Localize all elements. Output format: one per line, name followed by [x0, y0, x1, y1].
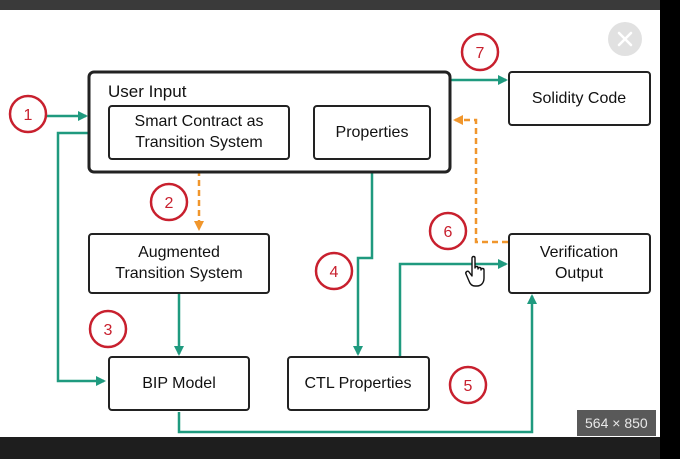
step-circle-5 [448, 365, 488, 405]
step-circle-6 [428, 211, 468, 251]
augmented-label-2: Transition System [115, 265, 242, 282]
close-icon [617, 31, 633, 47]
ctl-properties-box [287, 356, 430, 411]
augmented-box [88, 233, 270, 294]
step-number-2: 2 [165, 195, 174, 212]
smart-contract-label-2: Transition System [135, 134, 262, 151]
chevron-left-icon [30, 30, 40, 46]
arrow-ctl-to-verification [398, 259, 508, 356]
ctl-properties-label: CTL Properties [305, 375, 412, 392]
arrow-contract-to-bip [56, 131, 108, 386]
hand-cursor-icon [465, 255, 485, 287]
verification-label-1: Verification [540, 244, 618, 261]
step-circle-4 [314, 251, 354, 291]
solidity-label: Solidity Code [532, 90, 626, 107]
step-number-4: 4 [330, 264, 339, 281]
smart-contract-box [108, 105, 290, 160]
step-circle-3 [88, 309, 128, 349]
chevron-right-icon [90, 30, 100, 46]
step-circle-7 [460, 32, 500, 72]
smart-contract-label-1: Smart Contract as [135, 113, 264, 130]
verification-box [508, 233, 651, 294]
bip-model-label: BIP Model [142, 375, 216, 392]
user-input-label: User Input [108, 82, 187, 101]
next-image-button[interactable] [77, 21, 111, 55]
arrow-properties-to-ctl [353, 160, 374, 356]
step-circle-1 [8, 94, 48, 134]
step-number-1: 1 [24, 107, 33, 124]
step-circle-2 [149, 182, 189, 222]
verification-label-2: Output [555, 265, 604, 282]
image-dimensions-badge: 564 × 850 [577, 410, 656, 436]
right-edge-strip [660, 0, 680, 459]
augmented-label-1: Augmented [138, 244, 220, 261]
solidity-box [508, 71, 651, 126]
top-shade [0, 0, 660, 10]
step-number-3: 3 [104, 322, 113, 339]
bip-model-box [108, 356, 250, 411]
close-viewer-button[interactable] [608, 22, 642, 56]
step-number-6: 6 [444, 224, 453, 241]
properties-box [313, 105, 431, 160]
arrow-bip-to-verification [177, 294, 537, 434]
previous-image-button[interactable] [19, 21, 53, 55]
step-number-5: 5 [464, 378, 473, 395]
properties-label: Properties [336, 124, 409, 141]
step-number-7: 7 [476, 45, 485, 62]
arrow-step6-dashed [453, 115, 508, 244]
